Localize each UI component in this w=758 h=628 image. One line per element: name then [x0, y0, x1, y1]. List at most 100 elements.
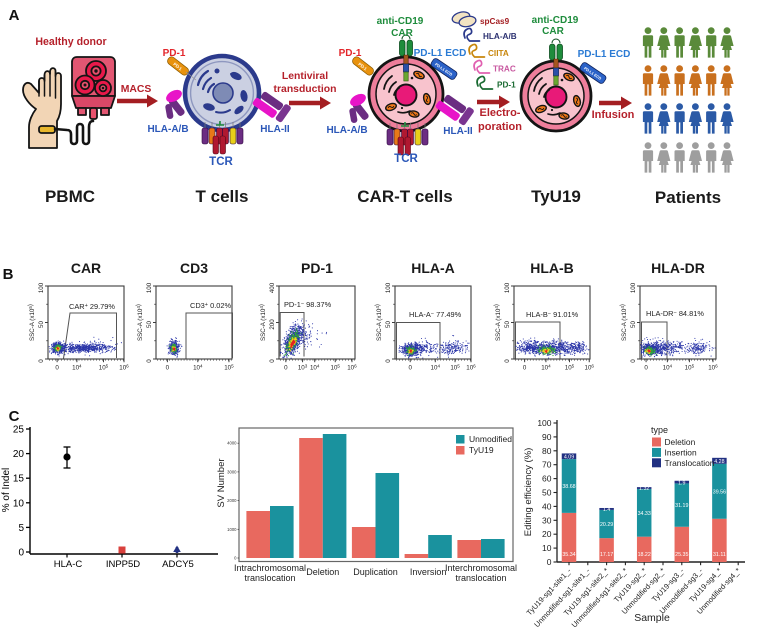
svg-text:0: 0 [146, 359, 153, 363]
svg-text:Editing efficiency (%): Editing efficiency (%) [523, 448, 534, 537]
svg-text:34.33: 34.33 [638, 511, 651, 517]
svg-text:5: 5 [18, 523, 24, 534]
svg-text:38.68: 38.68 [562, 484, 575, 490]
svg-text:CAR-T cells: CAR-T cells [357, 187, 452, 206]
svg-text:Interchromosomal: Interchromosomal [445, 563, 517, 573]
svg-text:1.9: 1.9 [678, 480, 685, 486]
svg-text:HLA-A: HLA-A [411, 260, 455, 276]
svg-text:HLA-A/B: HLA-A/B [147, 124, 188, 135]
svg-text:104: 104 [431, 364, 441, 372]
svg-text:HLA-A− 77.49%: HLA-A− 77.49% [409, 310, 462, 319]
svg-text:50: 50 [504, 321, 511, 328]
svg-text:104: 104 [663, 364, 673, 372]
svg-text:35.34: 35.34 [562, 552, 575, 558]
svg-text:0: 0 [234, 556, 237, 561]
svg-text:20.29: 20.29 [600, 522, 613, 528]
svg-text:100: 100 [630, 282, 637, 293]
svg-text:30: 30 [542, 515, 552, 525]
svg-text:SV Number: SV Number [216, 458, 227, 507]
svg-text:106: 106 [708, 364, 718, 372]
svg-text:Infusion: Infusion [592, 109, 635, 121]
svg-text:Intrachromosomal: Intrachromosomal [234, 563, 306, 573]
svg-text:PD-1− 98.37%: PD-1− 98.37% [284, 300, 332, 309]
svg-text:PD-1: PD-1 [357, 61, 368, 71]
svg-text:TCR: TCR [209, 156, 233, 168]
svg-text:4000: 4000 [227, 441, 237, 446]
svg-text:TRAC: TRAC [493, 65, 516, 74]
svg-text:0: 0 [630, 359, 637, 363]
svg-text:20: 20 [13, 449, 25, 460]
svg-text:39.56: 39.56 [713, 489, 726, 495]
svg-text:0: 0 [385, 359, 392, 363]
svg-text:CD3+ 0.02%: CD3+ 0.02% [190, 301, 231, 310]
svg-text:Translocation: Translocation [665, 458, 715, 468]
svg-text:60: 60 [542, 474, 552, 484]
svg-text:18.22: 18.22 [638, 552, 651, 558]
svg-text:TyU19: TyU19 [469, 445, 494, 455]
svg-text:% of Indel: % of Indel [1, 468, 12, 512]
svg-text:100: 100 [146, 282, 153, 293]
svg-text:104: 104 [193, 364, 203, 372]
svg-text:0: 0 [269, 359, 276, 363]
svg-text:anti-CD19: anti-CD19 [532, 15, 579, 26]
svg-text:100: 100 [504, 282, 511, 293]
svg-text:Unmodified: Unmodified [469, 434, 512, 444]
svg-text:50: 50 [630, 321, 637, 328]
svg-text:type: type [651, 425, 668, 435]
svg-text:translocation: translocation [244, 573, 295, 583]
svg-text:ADCY5: ADCY5 [162, 559, 194, 570]
svg-text:PD-1: PD-1 [163, 48, 186, 59]
svg-text:0: 0 [284, 365, 288, 372]
svg-text:0: 0 [55, 365, 59, 372]
svg-text:T cells: T cells [196, 187, 249, 206]
svg-text:SSC-A (x104): SSC-A (x104) [493, 304, 502, 341]
svg-text:105: 105 [565, 364, 575, 372]
svg-text:0: 0 [523, 365, 527, 372]
svg-text:4.28: 4.28 [714, 459, 724, 465]
svg-text:SSC-A (x104): SSC-A (x104) [374, 304, 383, 341]
svg-text:Electro-: Electro- [480, 107, 521, 119]
svg-text:100: 100 [385, 282, 392, 293]
svg-text:HLA-DR− 84.81%: HLA-DR− 84.81% [646, 309, 704, 318]
svg-text:200: 200 [269, 319, 276, 330]
svg-text:105: 105 [99, 364, 109, 372]
svg-text:transduction: transduction [274, 84, 337, 95]
svg-text:HLA-C: HLA-C [54, 559, 83, 570]
svg-text:anti-CD19: anti-CD19 [377, 16, 424, 27]
svg-text:HLA-DR: HLA-DR [651, 260, 705, 276]
svg-text:spCas9: spCas9 [480, 17, 510, 26]
svg-text:SSC-A (x104): SSC-A (x104) [258, 304, 267, 341]
svg-text:SSC-A (x104): SSC-A (x104) [619, 304, 628, 341]
svg-text:Deletion: Deletion [306, 567, 339, 577]
svg-text:Deletion: Deletion [665, 437, 696, 447]
svg-text:15: 15 [13, 474, 25, 485]
svg-text:80: 80 [542, 446, 552, 456]
svg-text:104: 104 [541, 364, 551, 372]
svg-text:TyU19: TyU19 [531, 187, 581, 206]
svg-text:Insertion: Insertion [665, 447, 697, 457]
svg-text:40: 40 [542, 501, 552, 511]
svg-text:105: 105 [450, 364, 460, 372]
svg-text:2000: 2000 [227, 498, 237, 503]
svg-text:0: 0 [408, 365, 412, 372]
svg-text:17.17: 17.17 [600, 552, 613, 558]
svg-text:106: 106 [466, 364, 476, 372]
svg-text:1.4: 1.4 [603, 507, 610, 513]
svg-text:Lentiviral: Lentiviral [282, 71, 328, 82]
svg-text:100: 100 [537, 418, 551, 428]
svg-text:31.19: 31.19 [675, 503, 688, 509]
svg-text:104: 104 [72, 364, 82, 372]
svg-text:SSC-A (x104): SSC-A (x104) [135, 304, 144, 341]
svg-text:104: 104 [310, 364, 320, 372]
svg-text:CAR: CAR [391, 28, 413, 39]
svg-text:400: 400 [269, 282, 276, 293]
svg-text:20: 20 [542, 529, 552, 539]
svg-text:B: B [3, 266, 14, 283]
svg-text:Inversion: Inversion [410, 567, 447, 577]
svg-text:50: 50 [542, 488, 552, 498]
svg-text:0: 0 [504, 359, 511, 363]
svg-text:HLA-II: HLA-II [443, 126, 473, 137]
svg-text:HLA-B− 91.01%: HLA-B− 91.01% [526, 310, 579, 319]
svg-text:105: 105 [685, 364, 695, 372]
svg-text:0: 0 [18, 548, 24, 559]
